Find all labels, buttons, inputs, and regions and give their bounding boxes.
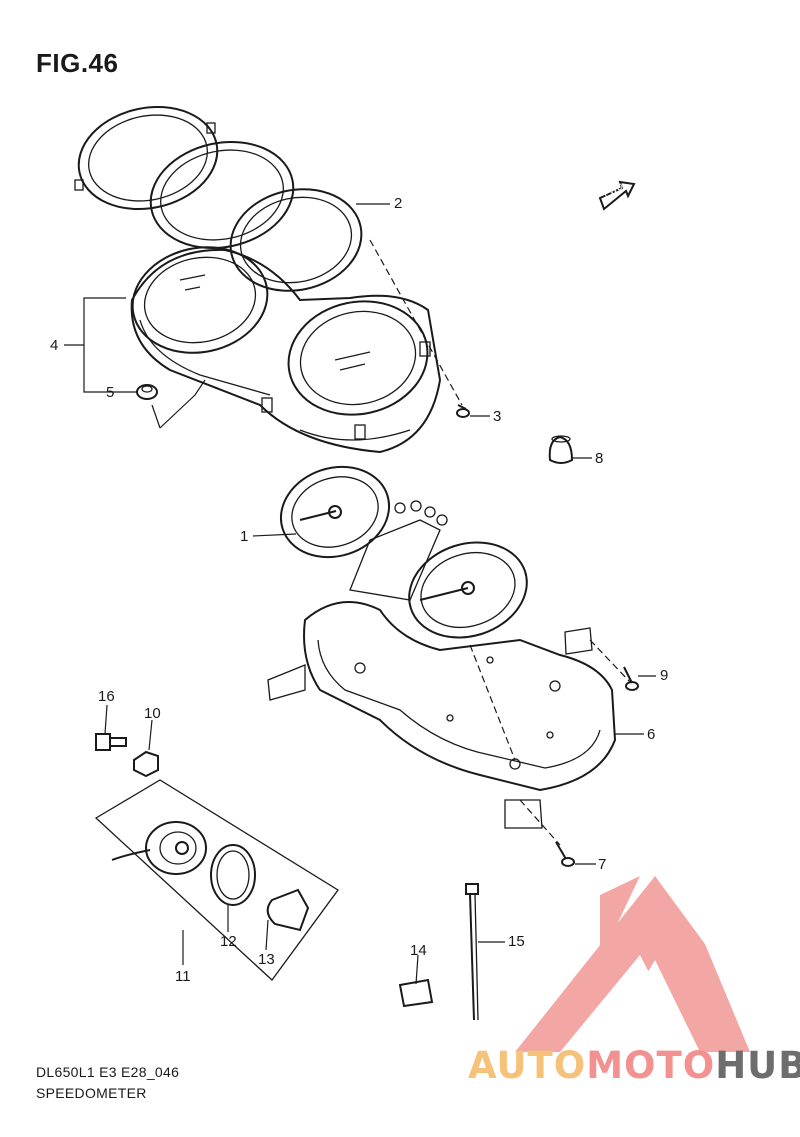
screw-9-icon [623,666,639,691]
model-code: DL650L1 E3 E28_046 [36,1064,180,1080]
callout-2: 2 [394,195,403,212]
meter-lower-case [267,601,617,829]
callout-7: 7 [598,856,607,873]
meter-case-assembly [74,105,442,454]
callout-6: 6 [647,726,656,743]
section-name: SPEEDOMETER [36,1085,147,1101]
figure-title: FIG.46 [36,48,119,78]
callout-14: 14 [410,942,427,959]
cap-8-icon [548,435,574,464]
clip-10-icon [133,750,159,778]
callout-9: 9 [660,667,669,684]
callout-12: 12 [220,933,237,950]
callout-15: 15 [508,933,525,950]
screw-3-icon [456,404,470,418]
callout-5: 5 [106,384,115,401]
watermark-part-c: HUB [715,1044,800,1087]
callout-16: 16 [98,688,115,705]
grommet-5-icon [136,384,158,400]
cable-tie-15-icon [465,883,479,1021]
callout-13: 13 [258,951,275,968]
bolt-16-icon [95,733,127,751]
indicator-socket-assembly [94,779,339,981]
callout-8: 8 [595,450,604,467]
watermark-text: AUTOMOTOHUB [468,1044,800,1087]
callout-1: 1 [240,528,249,545]
watermark-part-b: MOTO [586,1044,716,1087]
watermark-logo-icon [515,876,750,1052]
screw-7-icon [555,841,575,867]
callout-3: 3 [493,408,502,425]
callout-11: 11 [175,968,191,985]
clamp-14-icon [398,978,434,1008]
callout-10: 10 [144,705,161,722]
callout-4: 4 [50,337,59,354]
meter-dial-assembly [279,465,528,639]
callout-4-bracket [83,297,126,393]
assembly-line [369,239,463,406]
fwd-arrow-icon [598,180,636,211]
watermark-part-a: AUTO [468,1044,587,1087]
